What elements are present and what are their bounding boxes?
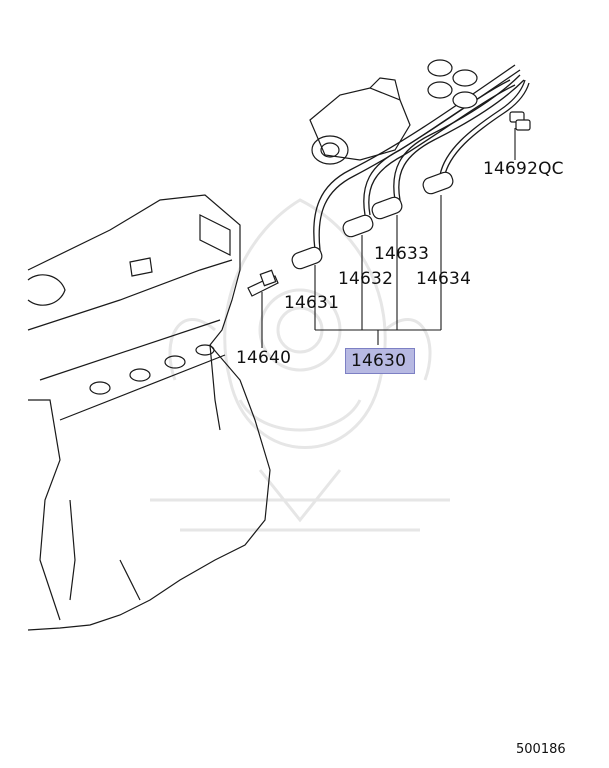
- wire-clip: [509, 111, 531, 131]
- distributor-end-boots: [427, 59, 478, 109]
- engine-block: [27, 194, 271, 631]
- callout-14692qc: 14692QC: [483, 159, 564, 179]
- callout-14632: 14632: [338, 269, 394, 289]
- spark-plug: [247, 269, 279, 297]
- callout-14633: 14633: [374, 244, 430, 264]
- diagram-id: 500186: [516, 742, 566, 757]
- plug-boots: [291, 171, 454, 270]
- distributor: [309, 77, 411, 165]
- ignition-wires: [313, 64, 530, 251]
- leader-lines: [261, 128, 516, 348]
- callout-14640: 14640: [236, 348, 292, 368]
- callout-14634: 14634: [416, 269, 472, 289]
- callout-14631: 14631: [284, 293, 340, 313]
- callout-14630-highlighted[interactable]: 14630: [345, 348, 416, 374]
